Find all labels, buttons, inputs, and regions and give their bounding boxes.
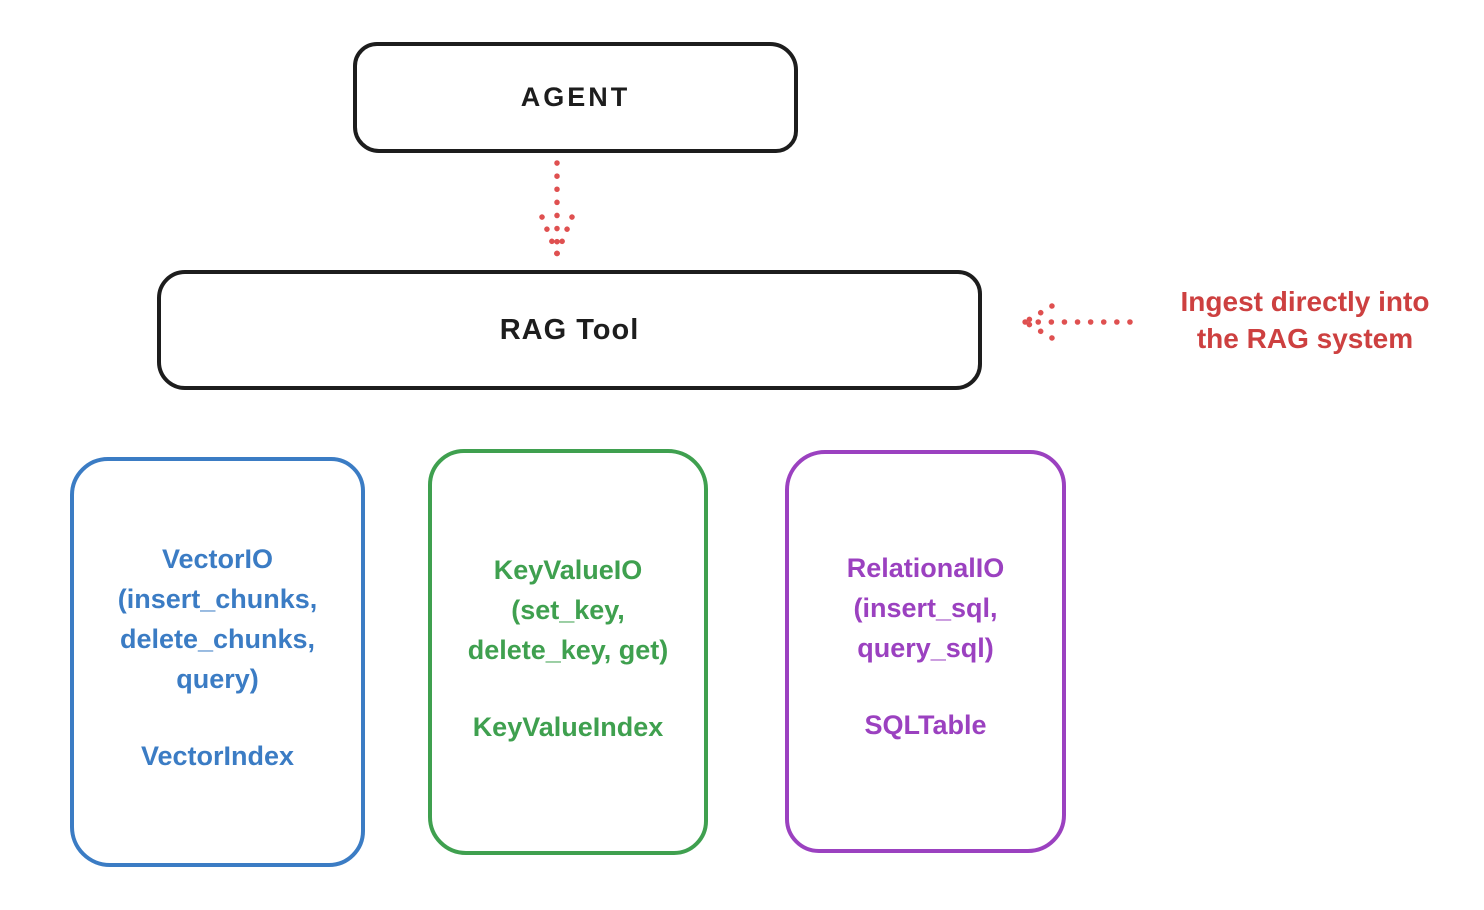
vector-io-box: VectorIO (insert_chunks, delete_chunks, … <box>70 457 365 867</box>
annotation-text: Ingest directly into the RAG system <box>1180 286 1430 354</box>
dotted-arrow-down-icon <box>539 160 575 257</box>
vector-io-body: VectorIO (insert_chunks, delete_chunks, … <box>117 544 318 694</box>
keyvalue-io-body: KeyValueIO (set_key, delete_key, get) <box>467 555 669 665</box>
vector-index-label: VectorIndex <box>140 741 295 771</box>
rag-tool-box: RAG Tool <box>157 270 982 390</box>
relational-io-body: RelationalIO (insert_sql, query_sql) <box>846 553 1005 663</box>
keyvalue-index-label: KeyValueIndex <box>472 712 664 742</box>
relational-io-box: RelationalIO (insert_sql, query_sql) SQL… <box>785 450 1066 853</box>
rag-tool-label: RAG Tool <box>499 313 640 346</box>
agent-label: AGENT <box>520 82 631 112</box>
sql-table-label: SQLTable <box>864 710 987 740</box>
keyvalue-io-box: KeyValueIO (set_key, delete_key, get) Ke… <box>428 449 708 855</box>
dotted-arrow-left-icon <box>1022 303 1133 341</box>
agent-box: AGENT <box>353 42 798 153</box>
